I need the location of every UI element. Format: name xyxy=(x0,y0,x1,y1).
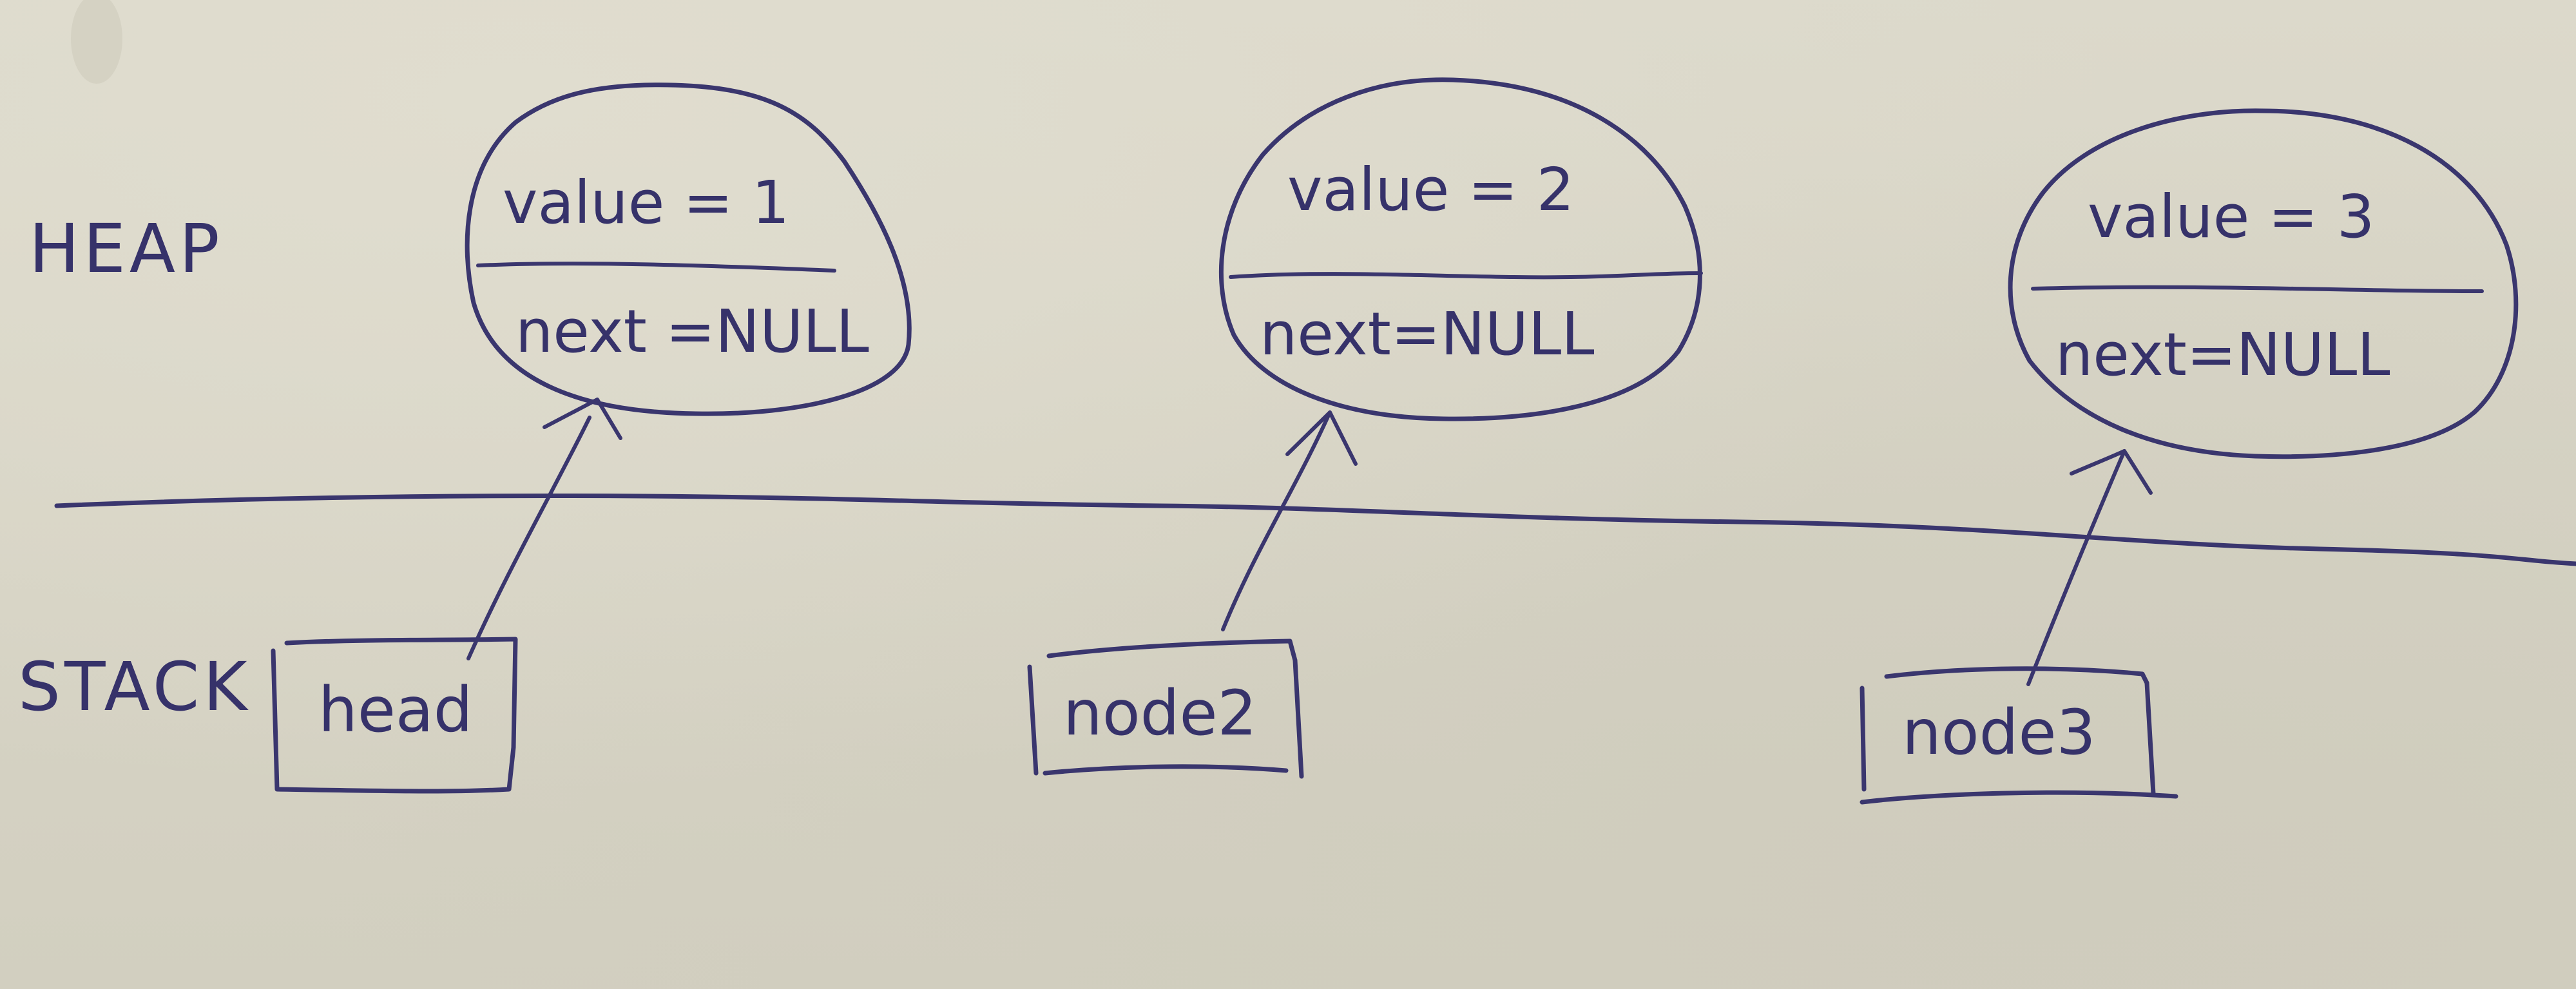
arrowhead-icon xyxy=(2070,449,2153,495)
stack-label: STACK xyxy=(18,648,251,726)
heap-node-2: value = 2 next=NULL xyxy=(1218,77,1703,421)
node-1-ellipse xyxy=(465,82,912,416)
arrow-shaft xyxy=(1221,410,1332,631)
arrow-shaft xyxy=(466,416,591,660)
node-2-value: value = 2 xyxy=(1287,155,1574,224)
smudge xyxy=(71,0,122,84)
arrow-shaft xyxy=(2026,449,2126,686)
node2-box-top xyxy=(1046,639,1298,663)
node3-box-right xyxy=(2144,680,2156,796)
node2-box-bottom xyxy=(1043,764,1289,776)
node-3-next: next=NULL xyxy=(2055,320,2390,389)
node2-box-left xyxy=(1027,664,1039,776)
node3-box-left xyxy=(1860,686,1867,792)
heap-node-1: value = 1 next =NULL xyxy=(465,82,912,416)
node-1-next: next =NULL xyxy=(515,297,869,366)
node2-box-right xyxy=(1293,658,1304,779)
node3-box-top xyxy=(1884,666,2149,686)
heap-node-3: value = 3 next=NULL xyxy=(2008,108,2519,459)
node-1-value: value = 1 xyxy=(503,168,789,237)
node-2-ellipse xyxy=(1218,77,1702,421)
node-3-ellipse xyxy=(2008,108,2519,459)
node-2-next: next=NULL xyxy=(1260,300,1595,369)
node2-label: node2 xyxy=(1063,677,1257,749)
arrowhead-icon xyxy=(543,398,622,440)
node3-label: node3 xyxy=(1902,696,2096,769)
node-2-divider xyxy=(1229,271,1703,280)
arrow-head-to-node-1 xyxy=(466,398,622,660)
stack-var-head: head xyxy=(271,637,518,794)
node3-box-bottom xyxy=(1860,790,2178,805)
arrowhead-icon xyxy=(1285,410,1358,466)
heap-label: HEAP xyxy=(29,209,224,288)
stack-var-node2: node2 xyxy=(1027,639,1304,779)
node-3-divider xyxy=(2031,285,2484,293)
heap-stack-separator xyxy=(54,494,2576,566)
head-box xyxy=(271,637,518,794)
arrow-node3-to-node-3 xyxy=(2026,449,2153,686)
node-3-value: value = 3 xyxy=(2088,182,2374,251)
stack-var-node3: node3 xyxy=(1860,666,2178,805)
head-label: head xyxy=(318,674,473,746)
arrow-node2-to-node-2 xyxy=(1221,410,1358,631)
node-1-divider xyxy=(476,262,836,273)
